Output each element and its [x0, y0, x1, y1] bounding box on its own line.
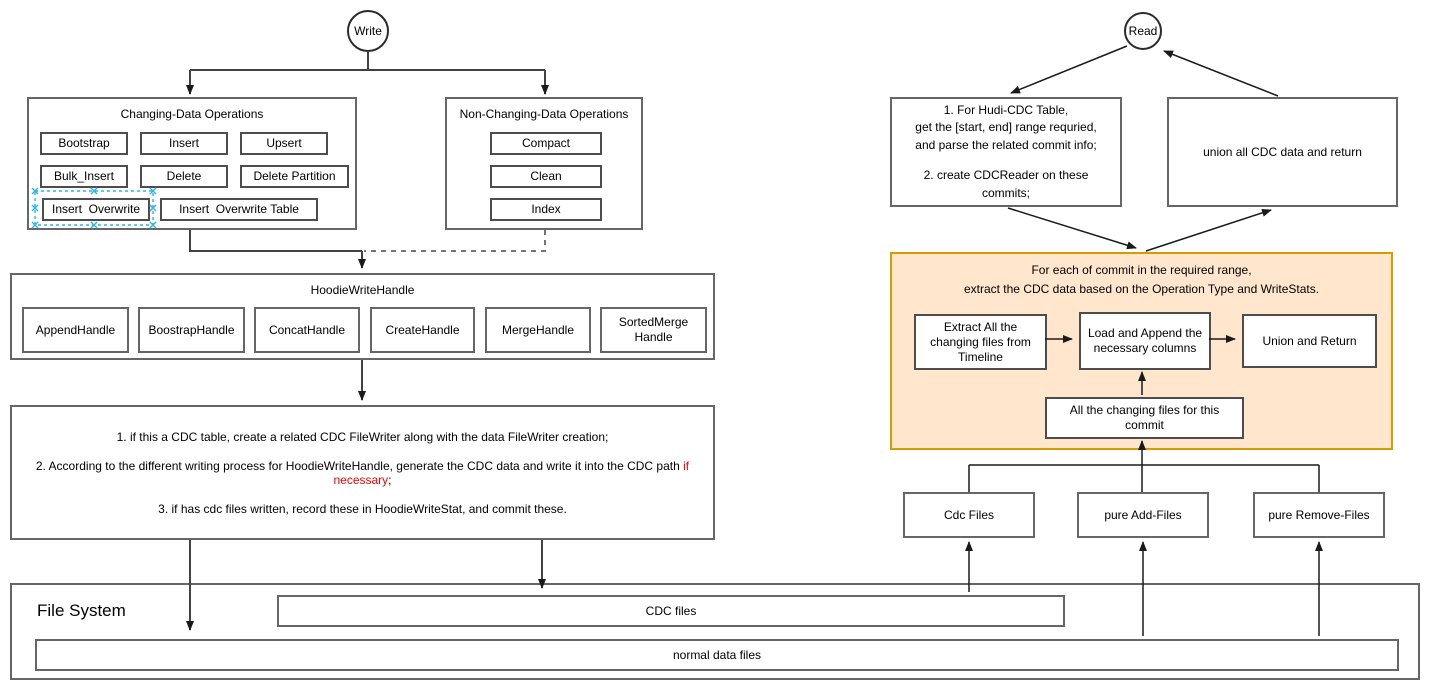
op-insert[interactable]: Insert — [140, 132, 228, 155]
op-label: Compact — [521, 136, 571, 150]
op-label: Clean — [530, 169, 562, 183]
op-delete[interactable]: Delete — [140, 165, 228, 188]
all-changing-files-box[interactable]: All the changing files for this commit — [1045, 397, 1244, 439]
op-bootstrap[interactable]: Bootstrap — [40, 132, 128, 155]
read-node[interactable]: Read — [1124, 12, 1162, 50]
union-all-box[interactable]: union all CDC data and return — [1167, 97, 1398, 207]
op-label: Delete — [166, 169, 202, 183]
op-label: Bulk_Insert — [53, 169, 115, 183]
hoodie-write-handle-group[interactable]: HoodieWriteHandle AppendHandle BoostrapH… — [10, 273, 715, 360]
handle-append[interactable]: AppendHandle — [22, 307, 129, 353]
handle-label: CreateHandle — [385, 322, 460, 337]
handle-label: SortedMerge Handle — [618, 315, 689, 344]
load-append-columns-box[interactable]: Load and Append the necessary columns — [1079, 312, 1211, 370]
op-delete-partition[interactable]: Delete Partition — [240, 165, 349, 188]
file-system-title: File System — [37, 601, 126, 620]
hoodie-write-handle-title: HoodieWriteHandle — [310, 283, 415, 297]
if-necessary-highlight: if necessary — [333, 458, 690, 487]
op-compact[interactable]: Compact — [490, 132, 602, 155]
cdc-step-2: 2. According to the different writing pr… — [35, 458, 690, 487]
op-label: Delete Partition — [253, 169, 336, 183]
handle-label: MergeHandle — [501, 322, 575, 337]
normal-files-strip[interactable]: normal data files — [35, 639, 1399, 671]
handle-sorted-merge[interactable]: SortedMerge Handle — [600, 307, 707, 353]
changing-ops-group[interactable]: Changing-Data Operations Bootstrap Inser… — [27, 97, 357, 230]
per-commit-title: For each of commit in the required range… — [963, 263, 1320, 297]
op-insert-overwrite-table[interactable]: Insert Overwrite Table — [160, 198, 318, 221]
reader-steps-box[interactable]: 1. For Hudi-CDC Table, get the [start, e… — [890, 97, 1122, 207]
handle-label: BoostrapHandle — [148, 322, 235, 337]
handle-merge[interactable]: MergeHandle — [485, 307, 591, 353]
read-label: Read — [1128, 24, 1158, 38]
op-label: Insert Overwrite Table — [179, 202, 299, 216]
cdc-step-1: 1. if this a CDC table, create a related… — [116, 429, 609, 444]
op-label: Index — [531, 202, 561, 216]
file-system-group[interactable]: File System CDC files normal data files — [10, 583, 1420, 680]
handle-create[interactable]: CreateHandle — [370, 307, 475, 353]
per-commit-group[interactable]: For each of commit in the required range… — [890, 252, 1393, 450]
op-insert-overwrite-selected[interactable]: Insert Overwrite — [42, 198, 150, 221]
reader-line: get the [start, end] range requried, — [915, 120, 1097, 135]
handle-label: AppendHandle — [35, 322, 116, 337]
union-and-return-box[interactable]: Union and Return — [1242, 314, 1377, 368]
op-label: Insert Overwrite — [51, 202, 141, 216]
reader-line: commits; — [982, 185, 1030, 200]
cdc-files-label: CDC files — [645, 603, 697, 618]
handle-concat[interactable]: ConcatHandle — [254, 307, 360, 353]
handle-boostrap[interactable]: BoostrapHandle — [138, 307, 245, 353]
pure-add-files-node[interactable]: pure Add-Files — [1077, 492, 1209, 538]
changing-ops-title: Changing-Data Operations — [120, 107, 264, 121]
reader-line: 1. For Hudi-CDC Table, — [943, 103, 1069, 118]
reader-line: 2. create CDCReader on these — [923, 168, 1089, 183]
extract-changing-files-box[interactable]: Extract All the changing files from Time… — [914, 314, 1047, 370]
write-node[interactable]: Write — [347, 10, 389, 52]
op-upsert[interactable]: Upsert — [240, 132, 328, 155]
write-label: Write — [354, 24, 382, 38]
cdc-write-steps-box[interactable]: 1. if this a CDC table, create a related… — [10, 405, 715, 540]
op-bulk-insert[interactable]: Bulk_Insert — [40, 165, 128, 188]
normal-files-label: normal data files — [672, 647, 762, 662]
op-clean[interactable]: Clean — [490, 165, 602, 188]
handle-label: ConcatHandle — [268, 322, 346, 337]
op-label: Upsert — [266, 136, 302, 150]
reader-line: and parse the related commit info; — [915, 137, 1097, 152]
cdc-step-3: 3. if has cdc files written, record thes… — [158, 501, 567, 516]
cdc-files-strip[interactable]: CDC files — [277, 595, 1065, 627]
op-label: Bootstrap — [58, 136, 110, 150]
non-changing-ops-title: Non-Changing-Data Operations — [459, 107, 629, 121]
pure-remove-files-node[interactable]: pure Remove-Files — [1253, 492, 1385, 538]
union-all-label: union all CDC data and return — [1203, 144, 1362, 159]
op-label: Insert — [168, 136, 199, 150]
op-index[interactable]: Index — [490, 198, 602, 221]
non-changing-ops-group[interactable]: Non-Changing-Data Operations Compact Cle… — [445, 97, 643, 230]
non-changing-dashed-connector — [364, 230, 546, 252]
cdc-files-node[interactable]: Cdc Files — [903, 492, 1035, 538]
